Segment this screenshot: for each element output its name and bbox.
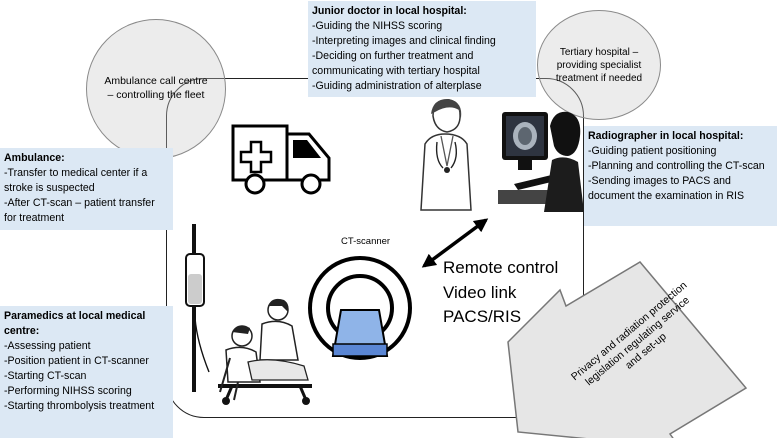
- ambulance-call-centre-text: Ambulance call centre – controlling the …: [104, 75, 208, 101]
- junior-doctor-item: -Guiding the NIHSS scoring: [312, 20, 443, 33]
- remote-line: Video link: [443, 282, 517, 302]
- paramedics-title: Paramedics at local medical centre:: [4, 310, 146, 338]
- radiographer-item: -Sending images to PACS and document the…: [588, 175, 745, 203]
- tertiary-hospital-circle: Tertiary hospital – providing specialist…: [537, 10, 661, 120]
- ambulance-title: Ambulance:: [4, 152, 65, 164]
- legislation-arrow-shape: [507, 261, 748, 438]
- paramedics-item: -Starting CT-scan: [4, 370, 87, 383]
- ct-scanner-label: CT-scanner: [341, 236, 391, 247]
- radiographer-panel: Radiographer in local hospital: -Guiding…: [584, 126, 777, 226]
- ambulance-call-centre-circle: Ambulance call centre – controlling the …: [86, 19, 226, 159]
- paramedics-item: -Position patient in CT-scanner: [4, 355, 149, 368]
- ct-scanner-icon: [308, 256, 412, 360]
- junior-doctor-item: -Deciding on further treatment and commu…: [312, 50, 480, 78]
- junior-doctor-panel: Junior doctor in local hospital: -Guidin…: [308, 1, 536, 97]
- ambulance-item: -Transfer to medical center if a stroke …: [4, 167, 148, 195]
- ambulance-icon: [231, 124, 331, 195]
- tertiary-hospital-text: Tertiary hospital – providing specialist…: [555, 46, 643, 84]
- iv-drip-icon: [185, 224, 210, 392]
- remote-line: Remote control: [443, 258, 559, 277]
- remote-line: PACS/RIS: [443, 307, 522, 327]
- paramedics-panel: Paramedics at local medical centre: -Ass…: [0, 306, 173, 438]
- ambulance-panel: Ambulance: -Transfer to medical center i…: [0, 148, 173, 230]
- paramedics-item: -Assessing patient: [4, 340, 91, 353]
- junior-doctor-item: -Guiding administration of alterplase: [312, 80, 482, 93]
- ambulance-item: -After CT-scan – patient transfer for tr…: [4, 197, 155, 225]
- radiographer-title: Radiographer in local hospital:: [588, 130, 744, 142]
- radiographer-item: -Planning and controlling the CT-scan: [588, 160, 765, 173]
- paramedics-item: -Performing NIHSS scoring: [4, 385, 132, 398]
- bidirectional-arrow-icon: [421, 218, 489, 268]
- doctor-icon: [420, 98, 472, 211]
- paramedics-illustration: [218, 298, 312, 405]
- remote-connection-text: Remote control Video link PACS/RIS: [443, 256, 558, 330]
- junior-doctor-title: Junior doctor in local hospital:: [312, 5, 467, 17]
- radiographer-item: -Guiding patient positioning: [588, 145, 717, 158]
- junior-doctor-item: -Interpreting images and clinical findin…: [312, 35, 496, 48]
- paramedics-item: -Starting thrombolysis treatment: [4, 400, 155, 413]
- radiographer-icon: [498, 111, 584, 212]
